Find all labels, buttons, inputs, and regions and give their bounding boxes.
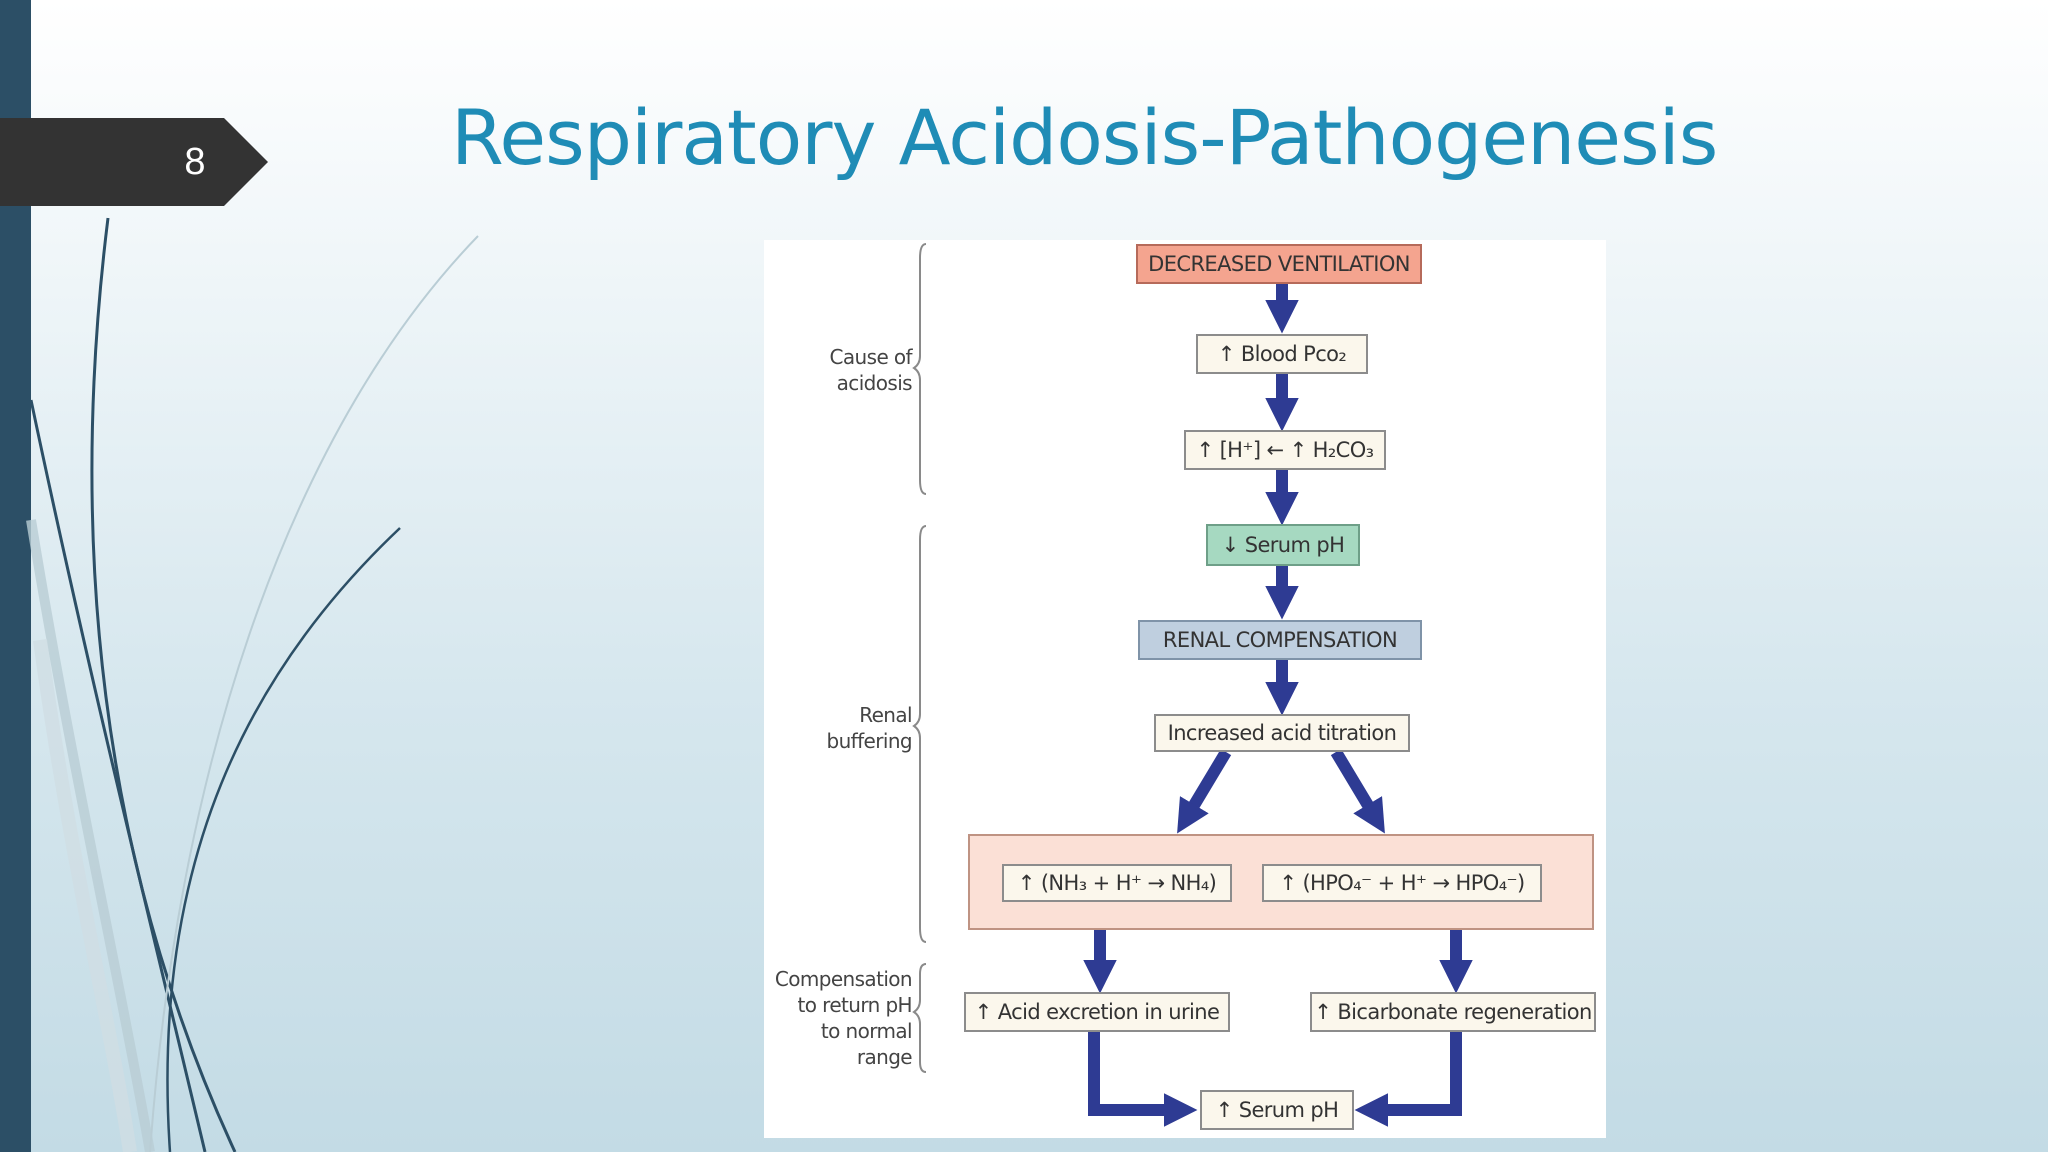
brace-compensation bbox=[912, 963, 927, 1073]
slide-number-tab bbox=[0, 118, 268, 206]
slide-number: 8 bbox=[184, 141, 206, 183]
flow-arrows bbox=[1083, 284, 1473, 1127]
box-bicarbonate-regeneration: ↑ Bicarbonate regeneration bbox=[1310, 992, 1596, 1032]
brace-renal bbox=[912, 525, 927, 943]
arrow-acid-excretion-to-serum-ph bbox=[1088, 1032, 1198, 1127]
box-serum-ph-decrease: ↓ Serum pH bbox=[1206, 524, 1360, 566]
box-h-h2co3: ↑ [H⁺] ← ↑ H₂CO₃ bbox=[1184, 430, 1386, 470]
slide-title: Respiratory Acidosis-Pathogenesis bbox=[451, 93, 1718, 182]
box-hpo4-reaction: ↑ (HPO₄⁻ + H⁺ → HPO₄⁻) bbox=[1262, 864, 1542, 902]
box-increased-acid-titration: Increased acid titration bbox=[1154, 714, 1410, 752]
decorative-swooshes bbox=[26, 217, 479, 1152]
box-decreased-ventilation: DECREASED VENTILATION bbox=[1136, 244, 1422, 284]
flowchart-connectors bbox=[912, 243, 1473, 1127]
arrow-titration-to-hpo4 bbox=[1330, 748, 1385, 834]
flowchart-panel: Cause of acidosis Renal buffering Compen… bbox=[764, 240, 1606, 1138]
brace-cause bbox=[912, 243, 927, 495]
arrow-bicarbonate-to-serum-ph bbox=[1354, 1032, 1462, 1127]
box-blood-pco2: ↑ Blood Pco₂ bbox=[1196, 334, 1368, 374]
label-compensation: Compensation to return pH to normal rang… bbox=[774, 967, 913, 1069]
arrow-titration-to-nh3 bbox=[1177, 748, 1232, 834]
box-serum-ph-increase: ↑ Serum pH bbox=[1200, 1090, 1354, 1130]
box-renal-compensation: RENAL COMPENSATION bbox=[1138, 620, 1422, 660]
box-acid-excretion: ↑ Acid excretion in urine bbox=[964, 992, 1230, 1032]
box-nh3-reaction: ↑ (NH₃ + H⁺ → NH₄) bbox=[1002, 864, 1232, 902]
label-cause-of-acidosis: Cause of acidosis bbox=[829, 345, 913, 395]
label-renal-buffering: Renal buffering bbox=[826, 703, 912, 753]
